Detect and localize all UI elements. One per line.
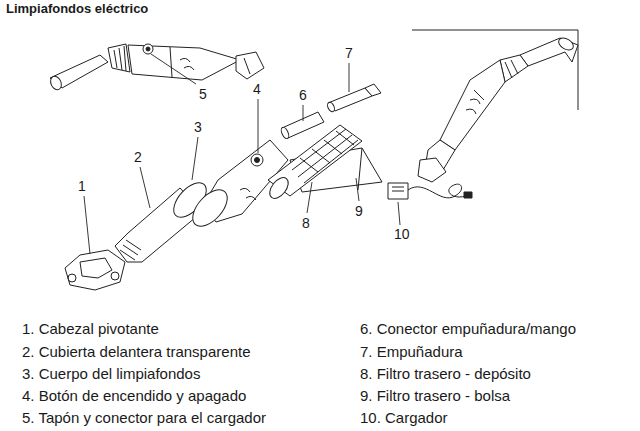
illustration-part (186, 184, 233, 233)
callout-number: 10 (394, 226, 410, 242)
parts-list-item: 9. Filtro trasero - bolsa (360, 387, 510, 405)
illustration-part (258, 99, 259, 153)
illustration-part (192, 137, 198, 180)
illustration-part (304, 140, 358, 183)
illustration-part (143, 44, 153, 54)
illustration-part (464, 192, 472, 198)
parts-list-item: 7. Empuñadura (360, 343, 463, 361)
illustration-part (244, 58, 250, 74)
parts-list-item: 6. Conector empuñadura/mango (360, 320, 576, 338)
illustration-part (418, 158, 446, 182)
illustration-part (557, 36, 576, 53)
parts-list-item: 10. Cargador (360, 409, 448, 427)
illustration-part (151, 54, 196, 84)
callout-number: 5 (199, 86, 207, 102)
illustration-part (68, 274, 76, 282)
illustration-part (336, 131, 354, 145)
callout-number: 4 (253, 81, 261, 97)
illustration-part (349, 63, 350, 92)
leader-lines (84, 54, 400, 254)
illustration-part (392, 191, 404, 192)
callout-number: 2 (134, 149, 142, 165)
illustration-part (356, 178, 359, 201)
illustration-part (251, 154, 263, 166)
illustration-part (408, 184, 466, 198)
illustration-part (180, 58, 194, 70)
illustration-part (124, 46, 126, 71)
illustration-part (108, 44, 130, 72)
illustration-part (84, 196, 90, 254)
illustration-part (146, 47, 150, 51)
illustration-part (466, 90, 484, 114)
illustration-part (365, 84, 381, 96)
illustration-part (114, 50, 117, 68)
illustration-part (292, 129, 346, 170)
illustration-part (126, 240, 141, 250)
parts-list-item: 2. Cubierta delantera transparente (22, 343, 250, 361)
illustration-part (505, 62, 512, 78)
parts-list-item: 3. Cuerpo del limpiafondos (22, 365, 200, 383)
illustration-part (358, 148, 362, 190)
illustration-part (49, 75, 64, 92)
illustration-part (312, 149, 330, 163)
illustration-part (298, 135, 352, 177)
illustration-part (111, 272, 119, 280)
illustration-part (49, 30, 578, 290)
charger (388, 183, 472, 199)
pivoting-head (65, 250, 125, 290)
parts-list-item: 5. Tapón y conector para el cargador (22, 409, 266, 427)
illustration-part (324, 140, 342, 154)
illustration-part (128, 45, 240, 80)
handle (326, 84, 381, 113)
callout-number: 3 (194, 119, 202, 135)
connector-tube (280, 112, 324, 140)
illustration-part (240, 188, 256, 200)
illustration-part (140, 167, 150, 208)
illustration-part (440, 60, 505, 150)
illustration-part (119, 48, 122, 70)
illustration-part (303, 105, 304, 121)
illustration-part (170, 47, 172, 77)
illustration-part (280, 126, 291, 139)
callout-number: 1 (78, 178, 86, 194)
illustration-part (65, 250, 125, 290)
assembled-vacuum-left (49, 44, 264, 91)
illustration-part (236, 52, 264, 79)
illustration-part (326, 101, 336, 113)
callout-number: 6 (299, 87, 307, 103)
parts-list-item: 1. Cabezal pivotante (22, 320, 159, 338)
callout-number: 7 (345, 45, 353, 61)
illustration-part (80, 258, 112, 278)
illustration-part (392, 187, 404, 188)
illustration-part (266, 174, 292, 202)
illustration-part (300, 158, 318, 172)
filter-deposit (266, 125, 362, 202)
illustration-part (398, 202, 400, 225)
diagram-title: Limpiafondos eléctrico (6, 1, 148, 16)
callout-number: 9 (355, 203, 363, 219)
illustration-part (388, 183, 408, 199)
callout-number: 8 (302, 215, 310, 231)
illustration-part (255, 158, 260, 163)
illustration-part (307, 182, 312, 213)
parts-list-item: 4. Botón de encendido y apagado (22, 387, 246, 405)
parts-list-item: 8. Filtro trasero - depósito (360, 365, 531, 383)
illustration-part (511, 60, 518, 74)
assembled-vacuum-right (412, 30, 578, 182)
